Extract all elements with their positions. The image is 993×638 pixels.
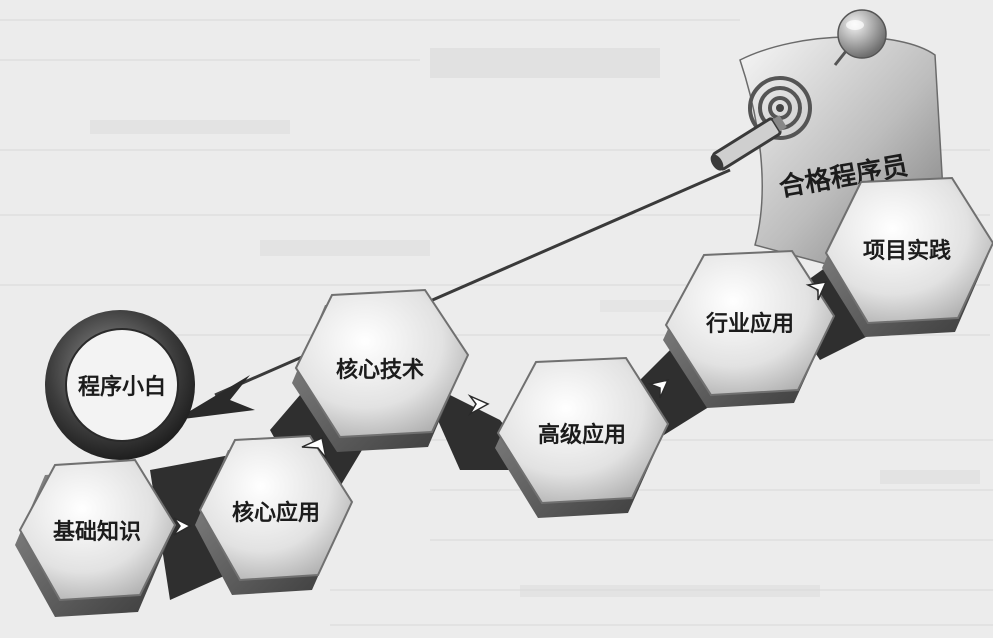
stage-node-2: 核心应用 (195, 434, 354, 595)
stage-label: 核心技术 (336, 357, 424, 383)
chevron-up-icon (301, 436, 327, 459)
stage-label: 核心应用 (232, 500, 320, 526)
chevron-right-icon (173, 517, 192, 536)
chevron-right-icon (805, 281, 828, 301)
stage-label: 项目实践 (863, 238, 951, 264)
chevron-icons (173, 281, 828, 536)
chevron-right-icon (467, 394, 490, 417)
chevron-right-icon (647, 378, 670, 399)
start-ring: 程序小白 (45, 310, 195, 460)
start-label: 程序小白 (78, 374, 166, 400)
stage-node-1: 基础知识 (15, 458, 177, 617)
pushpin-icon (833, 9, 887, 66)
stage-label: 基础知识 (53, 519, 141, 545)
stage-label: 行业应用 (705, 311, 794, 337)
stage-node-6: 项目实践 (822, 176, 993, 337)
stage-label: 高级应用 (538, 422, 626, 448)
stage-node-4: 高级应用 (495, 356, 670, 518)
stage-node-3: 核心技术 (292, 288, 470, 452)
stage-node-5: 行业应用 (663, 249, 836, 408)
